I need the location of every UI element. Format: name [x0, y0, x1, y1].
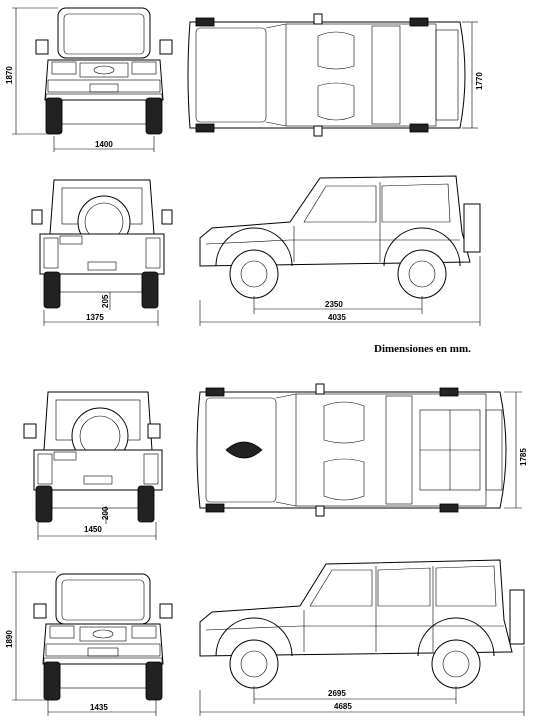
- long-top-width-label: 1785: [519, 448, 528, 466]
- long-top-width-dimension: 1785: [504, 391, 528, 509]
- long-front-view: [33, 573, 173, 701]
- long-ground-clearance-dimension: 200: [101, 506, 110, 524]
- long-front-height-dimension: 1890: [5, 571, 56, 701]
- short-rear-track-dimension: 1375: [43, 310, 159, 326]
- short-rear-track-label: 1375: [86, 313, 104, 322]
- long-rear-track-dimension: 1450: [37, 522, 157, 540]
- short-length-label: 4035: [328, 313, 346, 322]
- short-top-width-label: 1770: [475, 72, 484, 90]
- short-wheelbase-dimension: 2350: [253, 296, 423, 314]
- short-ground-clearance-dimension: 205: [101, 292, 111, 310]
- short-front-track-dimension: 1400: [53, 136, 155, 152]
- long-top-view: [196, 383, 507, 517]
- long-wheelbase-dimension: 2695: [253, 686, 457, 704]
- short-ground-clearance-label: 205: [101, 294, 110, 308]
- long-side-view: [199, 559, 525, 689]
- long-front-track-label: 1435: [90, 703, 108, 712]
- long-rear-view: [23, 391, 163, 523]
- short-rear-view: [31, 179, 173, 309]
- long-rear-track-label: 1450: [84, 525, 102, 534]
- short-side-view: [199, 175, 481, 299]
- long-front-track-dimension: 1435: [47, 700, 157, 716]
- long-front-height-label: 1890: [5, 630, 14, 648]
- short-wheelbase-label: 2350: [325, 300, 343, 309]
- short-length-dimension: 4035: [199, 256, 481, 326]
- short-front-view: [35, 7, 173, 135]
- long-wheelbase-label: 2695: [328, 689, 346, 698]
- short-front-height-dimension: 1870: [5, 7, 58, 135]
- long-ground-clearance-label: 200: [101, 506, 110, 520]
- short-top-width-dimension: 1770: [462, 21, 484, 129]
- short-front-track-label: 1400: [95, 140, 113, 149]
- long-length-dimension: 4685: [199, 646, 525, 716]
- short-front-height-label: 1870: [5, 66, 14, 84]
- dimensions-caption: Dimensiones en mm.: [374, 343, 471, 355]
- short-top-view: [187, 13, 466, 137]
- long-length-label: 4685: [334, 702, 352, 711]
